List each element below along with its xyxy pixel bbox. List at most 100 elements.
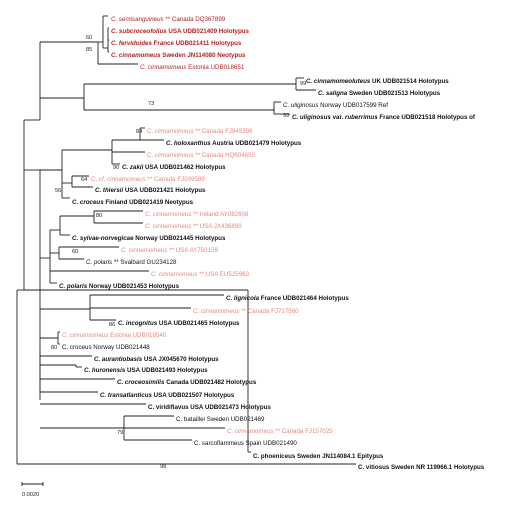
taxon-label-part: C. aurantiobasis (94, 356, 143, 363)
taxon-label-part: Estonia UDB019540 (108, 332, 166, 339)
support-value: 99 (283, 113, 289, 119)
taxon-label: C. cinnamomeus ** Canada FJ717560 (193, 308, 299, 315)
taxon-label-part: Estonia UDB018651 (186, 64, 244, 71)
taxon-label-part: C. cinnamomeus (151, 271, 197, 278)
taxon-label-part: C. cinnamomeus (147, 128, 193, 135)
taxon-label-part: ** USA JX436890 (191, 223, 242, 230)
tree-branches (16, 15, 356, 465)
support-value: 84 (136, 129, 142, 135)
taxon-label-part: USA UDB021409 Holotypus (167, 28, 250, 35)
taxon-label: C. cinnamomeus ** USA AY750159 (121, 247, 218, 254)
taxon-label: C. uliginosus Norway UDB017599 Ref (283, 102, 388, 109)
taxon-label: C. phoeniceus Sweden JN114084.1 Epitypus (253, 453, 384, 460)
taxon-label-part: C. phoeniceus (253, 453, 296, 460)
taxon-label: C. incognitus USA UDB021465 Holotypus (118, 320, 240, 327)
taxon-label-part: C. cinnamomeoluteus (306, 78, 371, 85)
taxon-label-part: ** Canada HQ604650 (193, 152, 255, 159)
taxon-label: C. cinnamomeus ** Canada FJ157025 (227, 428, 333, 435)
taxon-label-part: ** USA EU525963 (197, 271, 249, 278)
taxon-label-part: Norway UDB021448 (92, 344, 151, 351)
taxon-label-part: ** Canada FJ157025 (273, 428, 333, 435)
support-value: 73 (148, 101, 154, 107)
taxon-label-part: C. viridiflavus (148, 404, 189, 411)
support-value: 60 (72, 249, 78, 255)
taxon-label: C. bataillei Sweden UDB021489 (176, 416, 265, 423)
taxon-label: C. holoxanthus Austria UDB021479 Holotyp… (166, 140, 302, 147)
taxon-label-part: C. vitiosus (358, 464, 390, 471)
taxon-label: C. saligna Sweden UDB021513 Holotypus (318, 90, 441, 97)
taxon-label-part: C. thiersii (95, 187, 123, 194)
taxon-label: C. subcroceofolius USA UDB021409 Holotyp… (111, 28, 250, 35)
taxon-label: C. cinnamomeus ** Ireland AY082608 (145, 211, 249, 218)
taxon-label-part: C. croceosimilis (117, 379, 165, 386)
taxon-label-part: C. huronensis (84, 367, 126, 374)
taxon-label-part: Spain UDB021490 (244, 440, 298, 447)
taxon-label: C. lignicola France UDB021464 Holotypus (226, 295, 349, 302)
taxon-label-part: C. lignicola (226, 295, 260, 302)
taxon-label-part: C. incognitus (118, 320, 158, 327)
taxon-label: C. cinnamomeus ** USA EU525963 (151, 271, 250, 278)
taxon-label-part: C. croceus (72, 199, 104, 206)
taxon-label-part: C. cinnamomeus (121, 247, 167, 254)
taxon-label-part: Norway UDB021445 Holotypus (134, 235, 226, 242)
taxon-label: C. semisanguineus ** Canada DQ367899 (111, 16, 226, 23)
support-value: 85 (86, 47, 92, 53)
taxon-label-part: C. sylvae-norvegicae (72, 235, 134, 242)
taxon-label-part: ** Ireland AY082608 (191, 211, 249, 218)
support-value: 86 (109, 322, 115, 328)
taxon-label-part: ** Canada DQ367899 (164, 16, 226, 23)
taxon-label-part: C. uliginosus (292, 114, 331, 121)
taxon-label-part: ruberrimus (345, 114, 378, 121)
taxon-label: C. croceus Norway UDB021448 (62, 344, 150, 351)
taxon-label-part: Canada UDB021482 Holotypus (164, 379, 256, 386)
support-value: 98 (160, 464, 166, 470)
support-value: 99 (300, 81, 306, 87)
taxon-label-part: C. cinnamomeus (227, 428, 273, 435)
taxon-label: C. cinnamomeus ** USA JX436890 (145, 223, 242, 230)
support-value: 90 (113, 165, 119, 171)
taxon-label-part: ** Svalbard GU234128 (112, 259, 177, 266)
taxon-label-part: C. cinnamomeus (147, 152, 193, 159)
taxon-label-part: C. holoxanthus (166, 140, 211, 147)
taxon-label-part: USA UDB021507 Holotypus (152, 392, 235, 399)
taxon-label-part: Norway UDB021453 Holotypus (87, 283, 179, 290)
taxon-label-part: USA UDB021465 Holotypus (157, 320, 240, 327)
taxon-label-part: C. uliginosus (283, 102, 318, 109)
taxon-label: C. thiersii USA UDB021421 Holotypus (95, 187, 206, 194)
taxon-label-part: C. fervidoides (111, 40, 152, 47)
taxon-label: C. sarcoflammeus Spain UDB021490 (194, 440, 297, 447)
taxon-label: C. aurantiobasis USA JX045670 Holotypus (94, 356, 219, 363)
taxon-label-part: USA UDB021462 Holotypus (143, 164, 226, 171)
taxon-label-part: C. cf. cinnamomeus (91, 176, 146, 183)
taxon-label-part: C. polaris (86, 259, 112, 266)
taxon-label: C. cinnamomeus ** Canada FJ845396 (147, 128, 253, 135)
taxon-label-part: var. (331, 114, 345, 121)
taxon-label: C. zakii USA UDB021462 Holotypus (122, 164, 226, 171)
taxon-label: C. cinnamomeus Sweden JN114080 Neotypus (111, 52, 246, 59)
taxon-label-part: USA UDB021421 Holotypus (123, 187, 206, 194)
taxon-label-part: C. semisanguineus (111, 16, 164, 23)
taxon-label-part: Finland UDB021419 Neotypus (104, 199, 194, 206)
taxon-label-part: C. cinnamomeus (62, 332, 108, 339)
taxon-label-part: C. cinnamomeus (145, 211, 191, 218)
taxon-label: C. uliginosus var. ruberrimus France UDB… (292, 114, 476, 121)
taxon-label: C. sylvae-norvegicae Norway UDB021445 Ho… (72, 235, 226, 242)
taxon-label: C. cf. cinnamomeus ** Canada FJ039589 (91, 176, 205, 183)
taxon-label-part: C. transatlanticus (100, 392, 152, 399)
taxon-label-part: C. bataillei (176, 416, 205, 423)
taxon-label-part: USA UDB021493 Holotypus (125, 367, 208, 374)
taxon-label-part: C. cinnamomeus (193, 308, 239, 315)
taxon-label: C. huronensis USA UDB021493 Holotypus (84, 367, 208, 374)
taxon-label: C. cinnamomeus Estonia UDB018651 (140, 64, 245, 71)
taxon-label-part: Norway UDB017599 Ref (318, 102, 388, 109)
taxon-label-part: C. cinnamomeus (145, 223, 191, 230)
taxon-label-part: C. sarcoflammeus (194, 440, 244, 447)
taxon-label-part: France UDB021518 Holotypus of (378, 114, 476, 121)
taxon-label: C. cinnamomeus ** Canada HQ604650 (147, 152, 256, 159)
support-value: 64 (81, 177, 87, 183)
taxon-label-part: Sweden JN114080 Neotypus (161, 52, 247, 59)
taxon-label: C. croceus Finland UDB021419 Neotypus (72, 199, 194, 206)
taxon-label-part: USA UDB021473 Holotypus (189, 404, 272, 411)
taxon-label-part: C. zakii (122, 164, 144, 171)
